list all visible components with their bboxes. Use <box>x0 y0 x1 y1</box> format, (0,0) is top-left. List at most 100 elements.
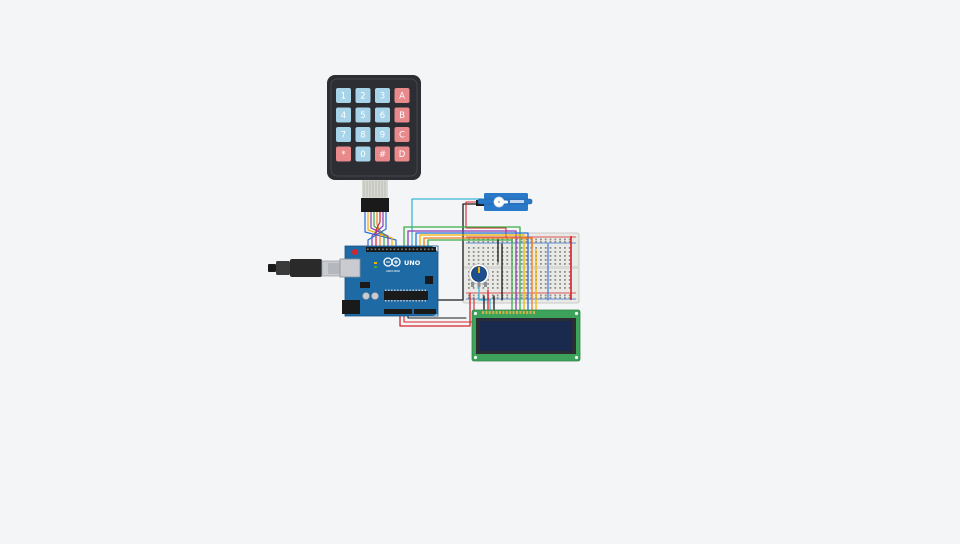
wire-lcd-d4[interactable] <box>415 232 529 313</box>
breadboard-hole <box>535 247 537 249</box>
keypad-key-A[interactable] <box>394 88 410 103</box>
wire-keypad-col4[interactable] <box>367 211 387 247</box>
keypad-key-6[interactable] <box>375 107 390 123</box>
breadboard-hole <box>492 241 494 243</box>
lcd-pin <box>488 311 491 314</box>
breadboard-hole <box>544 255 547 257</box>
breadboard-hole <box>530 263 533 265</box>
breadboard-hole <box>568 247 571 249</box>
chip-pin <box>409 289 411 291</box>
wire-servo-signal[interactable] <box>411 198 484 247</box>
lcd-screen <box>480 321 572 351</box>
wire-keypad-col2[interactable] <box>375 211 381 247</box>
keypad-key-1[interactable] <box>336 88 351 103</box>
reset-button[interactable] <box>352 249 358 255</box>
wire-keypad-col1[interactable] <box>376 211 381 247</box>
arduino-uno[interactable]: UNO ARDUINO <box>339 245 439 317</box>
breadboard-hole <box>544 247 547 249</box>
breadboard-hole <box>549 255 552 257</box>
breadboard-hole <box>554 271 557 273</box>
keypad-key-C[interactable] <box>394 127 410 142</box>
wire-lcd-rs[interactable] <box>403 226 521 313</box>
keypad-key-3[interactable] <box>375 88 390 103</box>
breadboard-hole <box>530 275 533 277</box>
breadboard-hole <box>472 251 475 253</box>
breadboard-hole <box>568 287 571 289</box>
breadboard-hole <box>568 251 571 253</box>
header-pin <box>378 248 380 251</box>
micro-servo[interactable] <box>476 193 533 211</box>
breadboard-hole <box>477 259 480 261</box>
breadboard-hole <box>472 247 475 249</box>
breadboard-hole <box>544 271 547 273</box>
arduino-analog-header <box>414 309 436 314</box>
breadboard-hole <box>492 297 494 299</box>
keypad-key-*[interactable] <box>336 146 351 162</box>
chip-pin <box>394 300 396 302</box>
breadboard-hole <box>516 279 518 281</box>
arduino-power-jack[interactable] <box>342 300 360 314</box>
lcd-pin <box>492 311 495 314</box>
potentiometer[interactable] <box>468 263 490 287</box>
breadboard-hole <box>535 241 537 243</box>
wire-keypad-col3[interactable] <box>371 211 384 247</box>
lcd-pin <box>499 311 501 314</box>
breadboard-hole <box>496 283 499 285</box>
wire-lcd-en[interactable] <box>407 230 517 313</box>
keypad-key-5[interactable] <box>355 107 371 123</box>
chip-pin <box>421 289 423 291</box>
breadboard-hole <box>549 238 552 241</box>
wire-servo-ground[interactable] <box>433 203 484 301</box>
wire-lcd-d7[interactable] <box>427 239 513 313</box>
breadboard-hole <box>482 283 485 285</box>
lcd-pin <box>516 311 518 314</box>
breadboard-hole <box>554 275 557 277</box>
chip-pin <box>418 300 420 302</box>
keypad-key-2[interactable] <box>355 88 371 103</box>
keypad-key-D[interactable] <box>394 146 410 162</box>
keypad-key-B[interactable] <box>394 107 410 123</box>
breadboard-hole <box>564 255 566 257</box>
breadboard-hole <box>540 287 542 289</box>
breadboard-hole <box>544 263 547 265</box>
keypad-key-8[interactable] <box>355 127 371 142</box>
breadboard-hole <box>568 238 571 241</box>
keypad-header <box>361 198 389 212</box>
lcd-pin <box>533 311 535 314</box>
chip-pin <box>406 300 408 302</box>
breadboard-hole <box>468 294 470 297</box>
keypad-key-0[interactable] <box>355 146 371 162</box>
breadboard-hole <box>530 271 533 273</box>
keypad-key-9[interactable] <box>375 127 390 142</box>
chip-pin <box>424 300 427 302</box>
breadboard-hole <box>472 263 475 265</box>
keypad-key-label: B <box>399 111 405 121</box>
breadboard-hole <box>554 297 557 299</box>
chip-pin <box>388 300 390 302</box>
chip-pin <box>397 300 399 302</box>
breadboard-hole <box>506 271 509 273</box>
wire-lcd-d6[interactable] <box>423 237 533 313</box>
keypad-key-4[interactable] <box>336 107 351 123</box>
chip-pin <box>424 289 427 291</box>
breadboard-hole <box>506 294 509 297</box>
breadboard-hole <box>525 263 528 265</box>
breadboard-hole <box>468 259 470 261</box>
lcd-16x2[interactable] <box>471 309 581 362</box>
lcd-pin <box>522 311 525 314</box>
keypad-key-#[interactable] <box>375 146 390 162</box>
wire-lcd-d5[interactable] <box>419 234 525 313</box>
potentiometer-knob-icon[interactable] <box>471 266 487 282</box>
breadboard-hole <box>496 279 499 281</box>
keypad-key-7[interactable] <box>336 127 351 142</box>
breadboard-hole <box>477 247 480 249</box>
breadboard-hole <box>525 251 528 253</box>
breadboard-hole <box>525 247 528 249</box>
arduino-usb-port[interactable] <box>339 258 361 278</box>
breadboard-hole <box>554 283 557 285</box>
breadboard-hole <box>540 279 542 281</box>
